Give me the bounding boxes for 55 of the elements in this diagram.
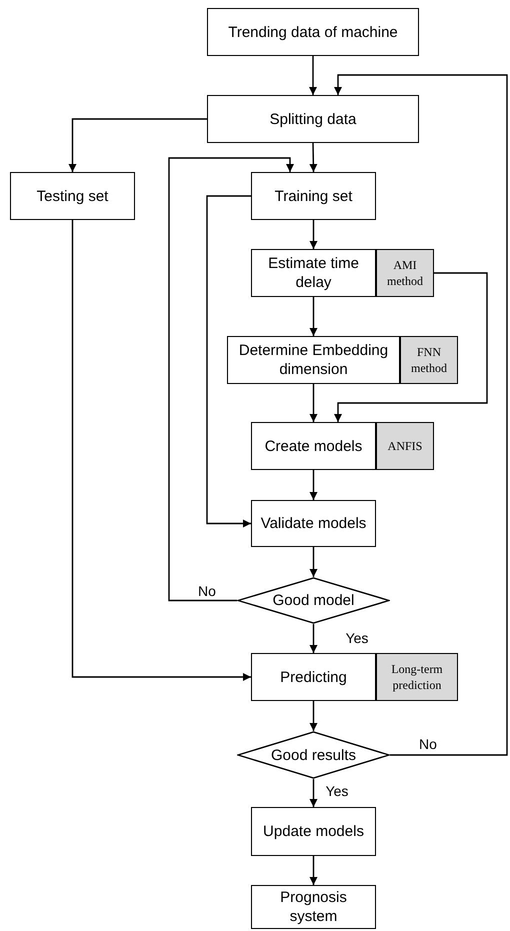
arrow [310,220,318,249]
process-box [251,807,376,856]
box-label: ANFIS [388,438,422,454]
box-label: Good results [270,746,356,764]
arrow [310,624,318,653]
edge-label: Yes [324,784,350,798]
decision-diamond [237,731,390,779]
arrow [310,856,318,885]
process-box [251,249,376,297]
box-label: Splitting data [270,110,356,128]
method-box [376,249,434,297]
arrow [310,297,318,336]
box-label: Estimate time delay [267,254,360,292]
arrow [310,547,318,577]
arrow [334,272,488,422]
box-label: Determine Embedding dimension [238,341,390,379]
edge-label: Yes [344,631,370,645]
process-box [207,95,419,143]
process-box [251,172,376,220]
process-box [251,500,376,547]
method-box [376,653,458,701]
method-box [376,422,434,470]
arrow [334,74,508,756]
box-label: Long-term prediction [390,661,444,693]
edge-label: No [418,737,438,751]
box-label: FNN method [410,344,448,376]
process-box [251,653,376,701]
arrow [68,118,207,172]
box-label: Create models [264,436,362,456]
box-label: Predicting [280,668,347,686]
box-label: Testing set [36,186,108,206]
method-box [400,336,458,384]
arrow [206,195,251,528]
box-label: Update models [263,822,364,841]
arrow [310,384,318,422]
arrow [309,142,318,172]
arrow [168,157,294,602]
box-label: Good model [272,591,354,610]
arrow [310,779,318,807]
box-label: Validate models [260,514,366,533]
box-label: Prognosis system [279,888,348,926]
process-box [251,885,376,929]
process-box [227,336,400,384]
arrow [72,220,251,681]
box-label: Training set [274,186,352,206]
decision-diamond [237,577,390,624]
arrow [310,701,318,731]
arrow [310,470,318,500]
box-label: AMI method [386,257,424,289]
arrow [309,56,317,95]
edge-label: No [197,584,217,598]
process-box [251,422,376,470]
box-label: Trending data of machine [228,22,398,42]
process-box [10,172,135,220]
process-box [207,8,419,56]
